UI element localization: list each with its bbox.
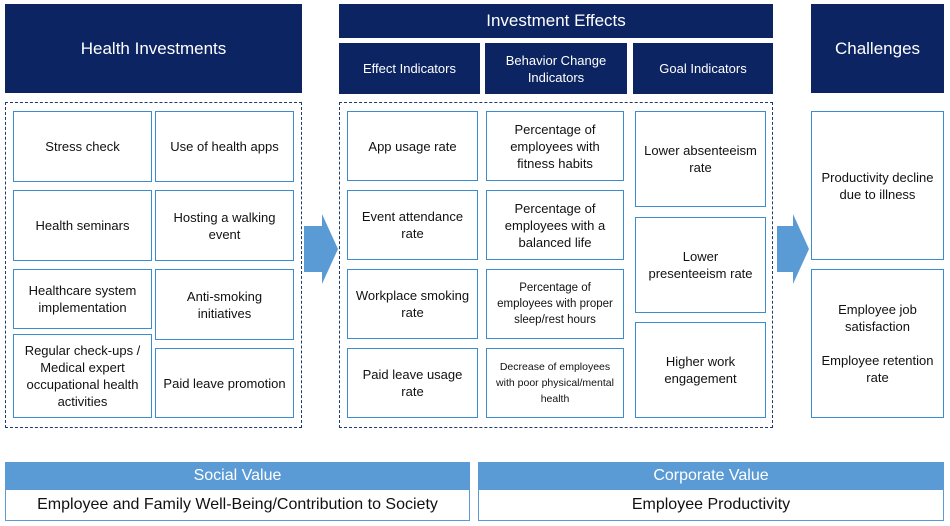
investment-effects-header: Investment Effects: [339, 4, 773, 38]
goal-lower-presenteeism: Lower presenteeism rate: [635, 217, 766, 313]
investment-health-seminars: Health seminars: [13, 190, 152, 261]
challenges-header: Challenges: [811, 4, 944, 93]
investment-anti-smoking: Anti-smoking initiatives: [155, 269, 294, 340]
behavior-poor-health-decrease: Decrease of employees with poor physical…: [486, 348, 624, 418]
investment-effects-group: [339, 102, 773, 428]
behavior-fitness-habits: Percentage of employees with fitness hab…: [486, 111, 624, 181]
corporate-value-label: Corporate Value: [478, 462, 944, 490]
challenge-job-satisfaction-retention: Employee job satisfaction Employee reten…: [811, 269, 944, 418]
social-value-text: Employee and Family Well-Being/Contribut…: [5, 490, 470, 521]
investment-walking-event: Hosting a walking event: [155, 190, 294, 261]
goal-lower-absenteeism: Lower absenteeism rate: [635, 111, 766, 207]
effect-workplace-smoking-rate: Workplace smoking rate: [347, 269, 478, 339]
investment-stress-check: Stress check: [13, 111, 152, 182]
right-arrow-icon: [304, 214, 338, 284]
effect-paid-leave-usage-rate: Paid leave usage rate: [347, 348, 478, 418]
health-investments-group: [5, 102, 302, 428]
investment-healthcare-system: Healthcare system implementation: [13, 269, 152, 329]
effect-app-usage-rate: App usage rate: [347, 111, 478, 181]
social-value-label: Social Value: [5, 462, 470, 490]
behavior-proper-sleep: Percentage of employees with proper slee…: [486, 269, 624, 339]
right-arrow-icon: [777, 214, 809, 284]
goal-indicators-header: Goal Indicators: [633, 43, 773, 94]
challenge-productivity-decline: Productivity decline due to illness: [811, 111, 944, 260]
health-investments-header: Health Investments: [5, 4, 302, 93]
effect-indicators-header: Effect Indicators: [339, 43, 480, 94]
behavior-balanced-life: Percentage of employees with a balanced …: [486, 190, 624, 260]
effect-event-attendance-rate: Event attendance rate: [347, 190, 478, 260]
investment-regular-checkups: Regular check-ups / Medical expert occup…: [13, 334, 152, 418]
behavior-change-indicators-header: Behavior Change Indicators: [485, 43, 627, 94]
goal-higher-engagement: Higher work engagement: [635, 322, 766, 418]
investment-paid-leave-promotion: Paid leave promotion: [155, 348, 294, 418]
corporate-value-text: Employee Productivity: [478, 490, 944, 521]
investment-health-apps: Use of health apps: [155, 111, 294, 182]
